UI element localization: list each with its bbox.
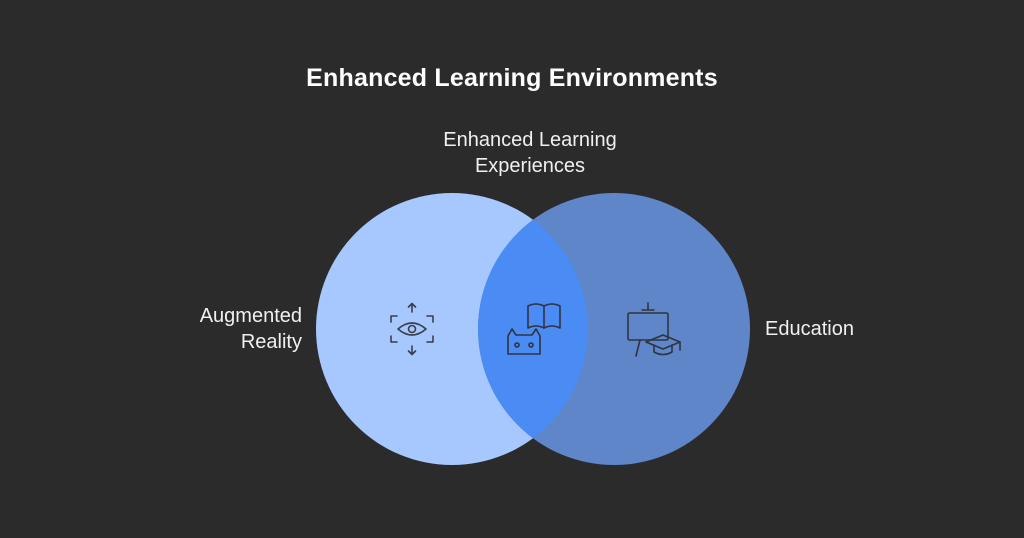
intersection-label-line1: Enhanced Learning [443,129,617,151]
left-set-label-line2: Reality [240,331,302,353]
diagram-title: Enhanced Learning Environments [306,64,718,92]
presentation-graduation-cap-icon [627,302,681,357]
right-set-label: Education [765,318,854,340]
intersection-label-line2: Experiences [474,155,586,177]
overlap-region [478,193,588,465]
intersection-label: Enhanced Learning Experiences [380,127,680,179]
left-set-label-line1: Augmented [199,305,302,327]
left-set-label: Augmented Reality [120,303,302,355]
eye-scan-icon [390,302,434,356]
book-robot-icon [507,303,561,355]
